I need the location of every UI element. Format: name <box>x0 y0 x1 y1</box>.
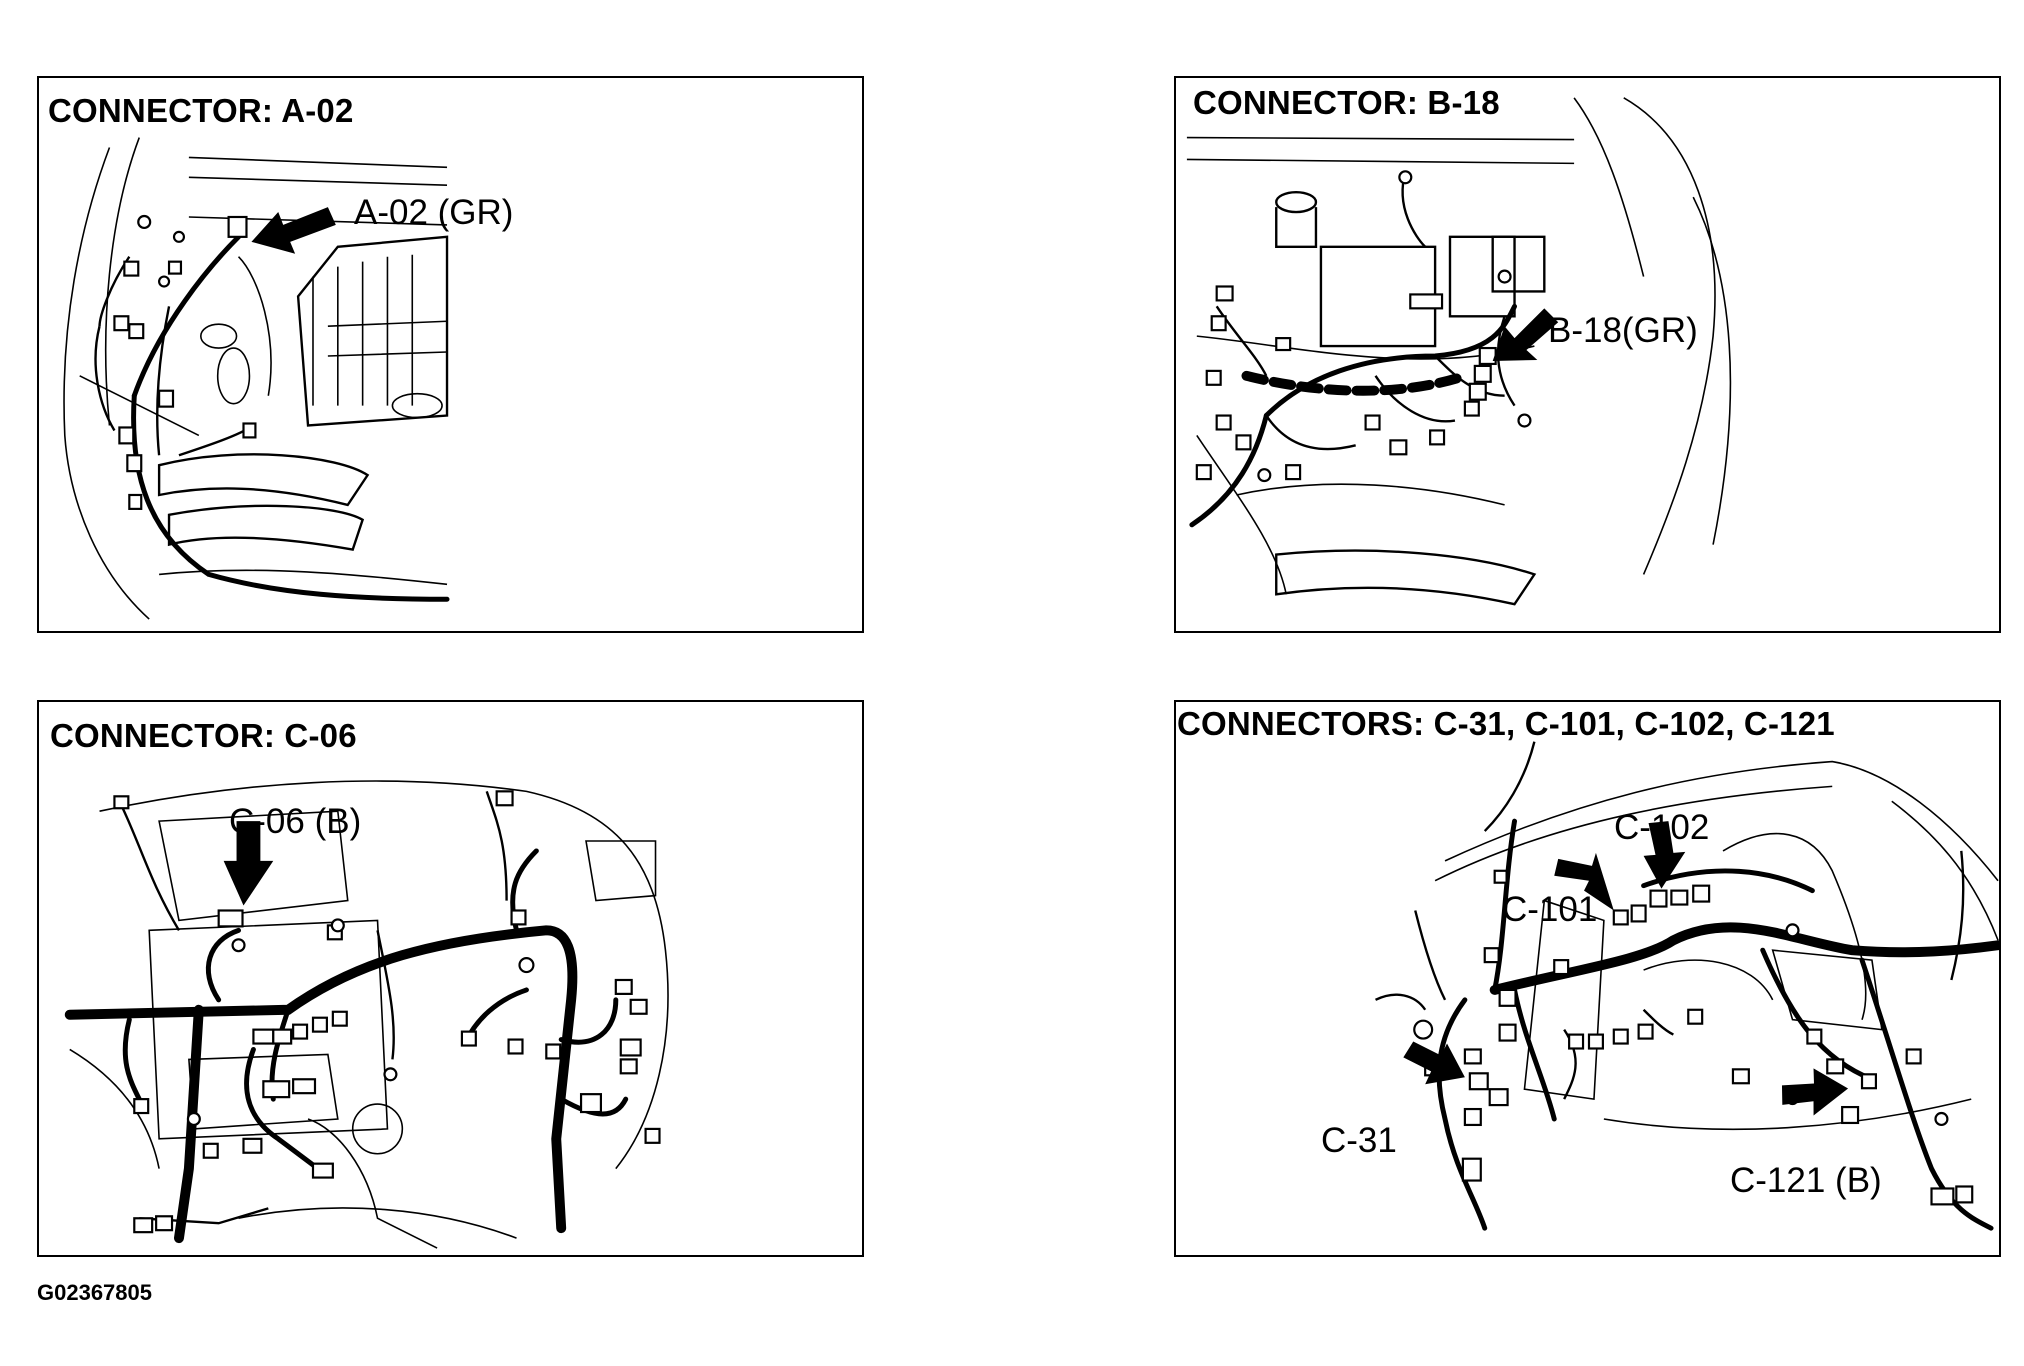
callout-label: C-102 <box>1614 808 1710 847</box>
panel-connector-a02: CONNECTOR: A-02 A-02 (GR) <box>37 76 864 633</box>
connector-c06 <box>217 909 244 928</box>
engine-bay-illustration-a <box>63 137 450 620</box>
pointer-arrow-icon <box>1781 1068 1849 1116</box>
callout-label: C-06 (B) <box>229 802 362 841</box>
pointer-arrow-icon <box>1492 308 1559 361</box>
connector-c102 <box>1649 889 1668 908</box>
dashboard-illustration-d <box>1375 741 1999 1231</box>
callout-label: C-101 <box>1502 890 1598 929</box>
pointer-arrow-icon <box>1554 852 1614 911</box>
callout-label: C-121 (B) <box>1730 1161 1882 1200</box>
callout-label: A-02 (GR) <box>354 193 514 232</box>
pointer-arrow-icon <box>1403 1041 1465 1085</box>
panel-connector-b18: CONNECTOR: B-18 B-18(GR) <box>1174 76 2001 633</box>
pointer-arrow-icon <box>251 207 336 254</box>
panel-title: CONNECTOR: C-06 <box>50 717 357 754</box>
pointer-arrow-icon <box>1643 821 1686 889</box>
panel-title: CONNECTOR: A-02 <box>48 92 354 129</box>
callout-label: B-18(GR) <box>1548 311 1698 350</box>
panel-connectors-c31-c101-c102-c121: CONNECTORS: C-31, C-101, C-102, C-121 C-… <box>1174 700 2001 1257</box>
panel-title: CONNECTORS: C-31, C-101, C-102, C-121 <box>1177 705 1835 742</box>
engine-bay-illustration-b <box>1186 97 1732 606</box>
pointer-arrow-icon <box>223 821 274 906</box>
connector-c31 <box>1468 1072 1489 1091</box>
connector-c121 <box>1841 1105 1860 1125</box>
figure-code: G02367805 <box>37 1280 152 1305</box>
connector-a02 <box>227 215 248 238</box>
callout-label: C-31 <box>1321 1121 1397 1160</box>
connector-b18 <box>1478 346 1497 366</box>
dashboard-illustration-c <box>64 780 669 1249</box>
connector-c101 <box>1612 909 1629 926</box>
panel-connector-c06: CONNECTOR: C-06 C-06 (B) <box>37 700 864 1257</box>
panel-title: CONNECTOR: B-18 <box>1193 84 1500 121</box>
